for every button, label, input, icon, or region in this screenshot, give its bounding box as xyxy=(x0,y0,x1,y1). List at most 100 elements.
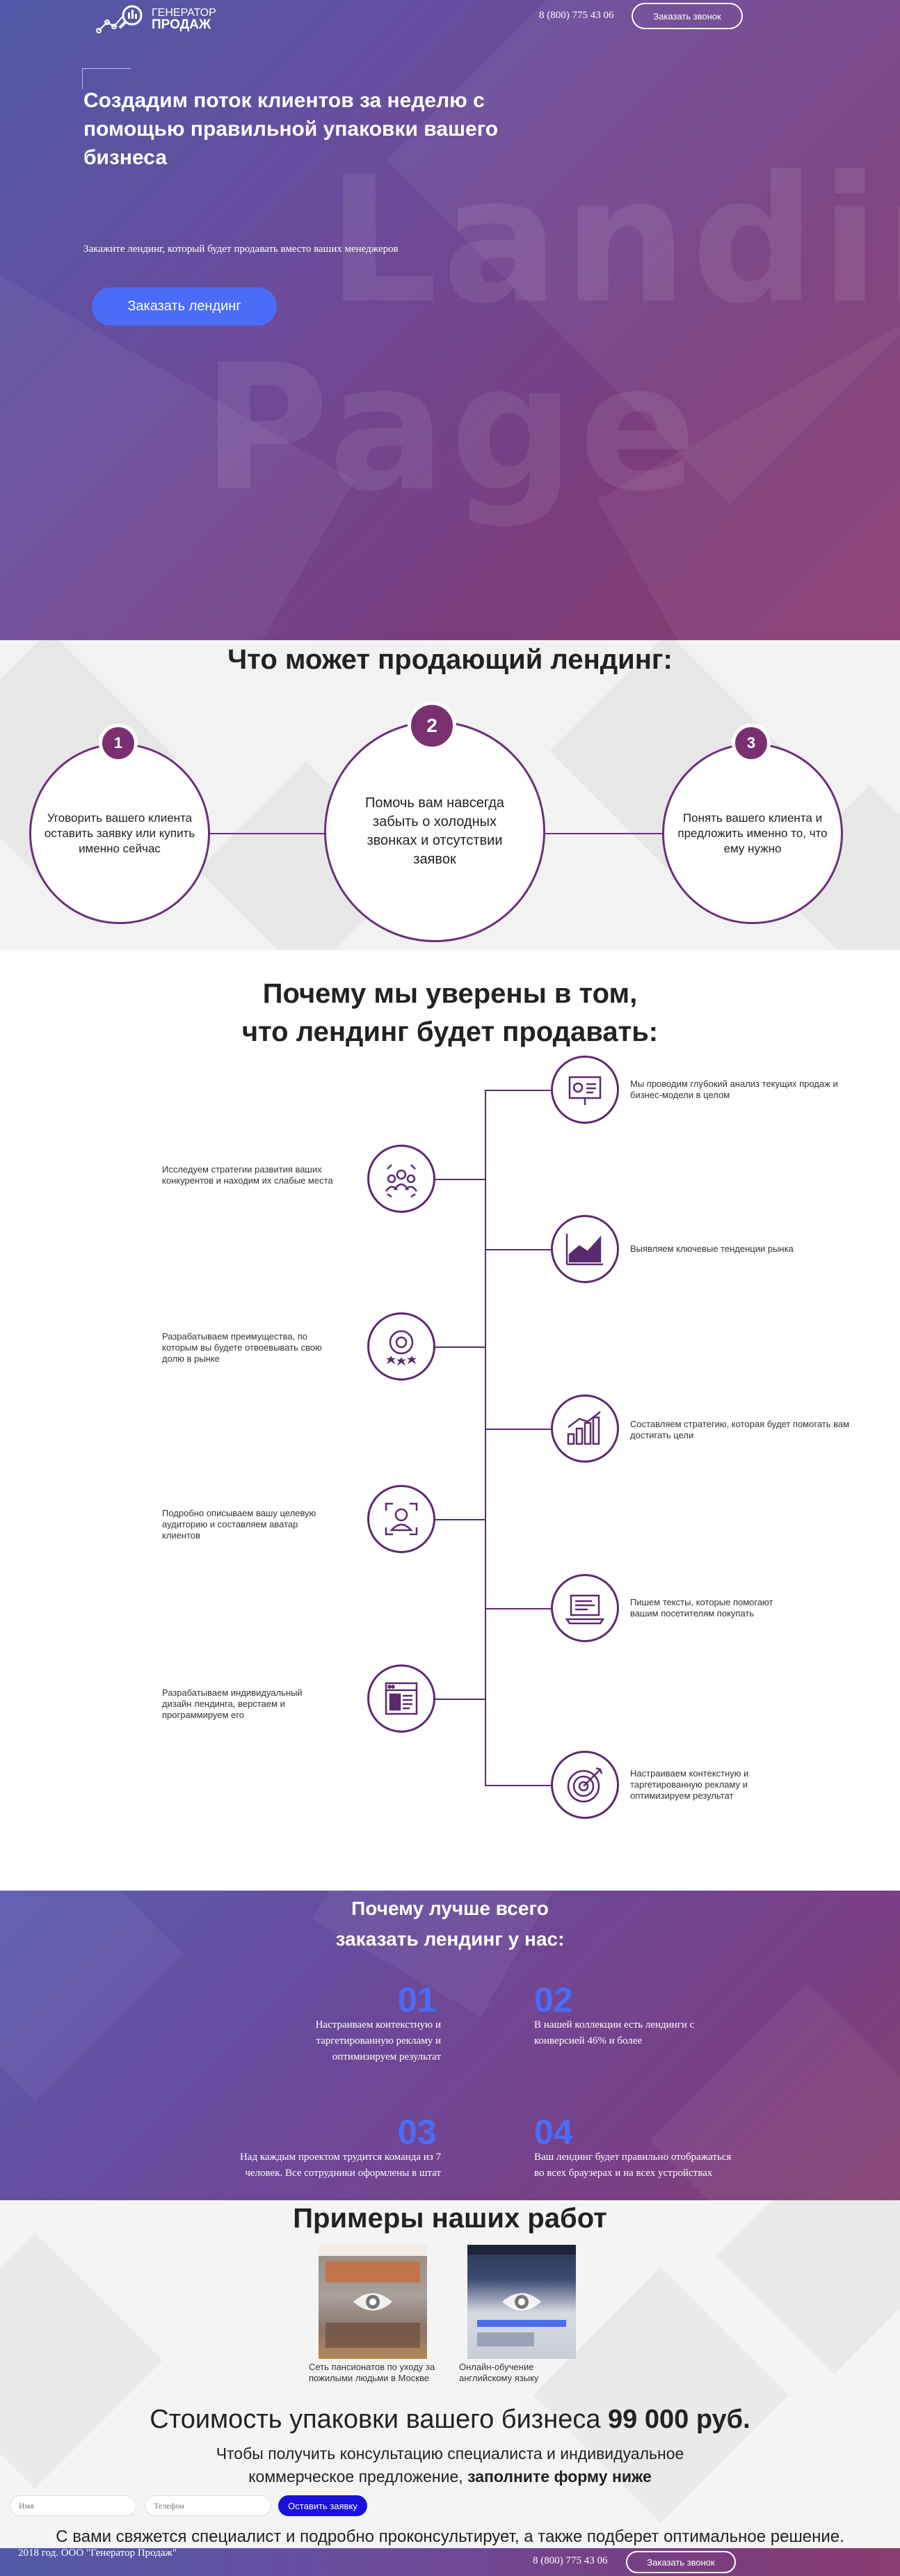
bg-word-landing: Landin xyxy=(327,139,900,342)
footer: 2018 год. ООО "Генератор Продаж" 8 (800)… xyxy=(0,2547,900,2576)
tree-trunk xyxy=(485,1090,486,1786)
cta-line-2-prefix: коммерческое предложение, xyxy=(248,2467,463,2486)
ability-badge: 1 xyxy=(99,724,138,763)
target-icon xyxy=(567,1767,603,1803)
why-section: Почему мы уверены в том, что лендинг буд… xyxy=(0,950,900,1891)
tree-branch xyxy=(485,1090,552,1091)
logo-text: ГЕНЕРАТОР ПРОДАЖ xyxy=(152,7,216,31)
price-amount: 99 000 руб. xyxy=(608,2405,750,2434)
work-caption: Онлайн-обучение английскому языку xyxy=(459,2362,539,2383)
feature-icon-ring xyxy=(551,1056,619,1124)
feature-icon-ring xyxy=(367,1145,435,1213)
thumb-block xyxy=(326,2323,420,2348)
order-landing-button[interactable]: Заказать лендинг xyxy=(92,287,277,326)
reason-number: 02 xyxy=(534,1980,573,2019)
feature-text: Составляем стратегию, которая будет помо… xyxy=(630,1419,850,1440)
feature-text: Выявляем ключевые тенденции рынка xyxy=(630,1243,794,1254)
works-title: Примеры наших работ xyxy=(0,2203,900,2234)
feature-icon-ring xyxy=(551,1394,619,1463)
trend-chart-icon xyxy=(565,1234,603,1266)
reason-number: 03 xyxy=(398,2113,437,2152)
why-title-line-1: Почему мы уверены в том, xyxy=(262,978,638,1009)
feature-text: Пишем тексты, которые помогают вашим пос… xyxy=(630,1597,773,1619)
ability-circle: Помочь вам навсегда забыть о холодных зв… xyxy=(324,721,545,942)
thumb-banner xyxy=(477,2320,566,2327)
copyright: 2018 год. ООО "Генератор Продаж" xyxy=(18,2547,177,2559)
tree-branch xyxy=(485,1785,552,1786)
abilities-section: Что может продающий лендинг: Уговорить в… xyxy=(0,640,900,950)
reason-text: В нашей коллекции есть лендинги с конвер… xyxy=(534,2019,695,2046)
phone-input[interactable] xyxy=(145,2495,271,2516)
why-title-bold: лендинг будет продавать: xyxy=(296,1017,659,1047)
logo-mark-icon xyxy=(96,5,143,33)
reason-text: Над каждым проектом трудится команда из … xyxy=(239,2152,441,2179)
reason-text: Ваш лендинг будет правильно отображаться… xyxy=(534,2152,732,2179)
price-text: Стоимость упаковки вашего бизнеса xyxy=(150,2405,601,2434)
contact-note: С вами свяжется специалист и подробно пр… xyxy=(56,2527,844,2546)
team-icon xyxy=(385,1164,418,1198)
tree-branch xyxy=(434,1179,485,1180)
feature-text: Подробно описываем вашу целевую аудитори… xyxy=(162,1508,316,1541)
why-title-prefix: что xyxy=(241,1017,289,1047)
works-title-bold: Примеры xyxy=(293,2203,424,2234)
feature-text: Разрабатываем индивидуальный дизайн ленд… xyxy=(162,1687,303,1720)
view-eye-icon xyxy=(353,2293,392,2311)
thumb-block xyxy=(477,2332,534,2346)
header-phone[interactable]: 8 (800) 775 43 06 xyxy=(539,10,614,21)
footer-phone[interactable]: 8 (800) 775 43 06 xyxy=(533,2555,608,2566)
feature-icon-ring xyxy=(551,1574,619,1642)
ability-circle: Понять вашего клиента и предложить именн… xyxy=(662,743,843,924)
cta-line-2-bold: заполните форму ниже xyxy=(467,2467,652,2486)
view-eye-icon xyxy=(502,2293,541,2311)
works-section: Примеры наших работ Сеть пансионатов по … xyxy=(0,2200,900,2548)
tree-branch xyxy=(434,1519,485,1520)
tree-branch xyxy=(434,1699,485,1700)
tree-branch xyxy=(485,1429,552,1430)
web-design-icon xyxy=(385,1682,418,1715)
tree-branch xyxy=(485,1608,552,1609)
feature-icon-ring xyxy=(367,1485,435,1553)
bg-word-page: Page xyxy=(202,327,701,530)
form-cta: Чтобы получить консультацию специалиста … xyxy=(0,2442,900,2488)
feature-text: Мы проводим глубокий анализ текущих прод… xyxy=(630,1079,838,1100)
reasons-section: Почему лучше всего заказать лендинг у на… xyxy=(0,1891,900,2200)
thumb-header-strip xyxy=(319,2245,427,2256)
logo[interactable]: ГЕНЕРАТОР ПРОДАЖ xyxy=(93,3,216,35)
hero-title: Создадим поток клиентов за неделю с помо… xyxy=(83,89,499,169)
header-callback-button[interactable]: Заказать звонок xyxy=(632,3,743,29)
thumb-banner xyxy=(326,2261,420,2282)
reasons-title-line-2: заказать лендинг у нас: xyxy=(335,1928,565,1950)
price-line: Стоимость упаковки вашего бизнеса 99 000… xyxy=(0,2405,900,2435)
feature-text: Исследуем стратегии развития ваших конку… xyxy=(162,1164,333,1186)
work-thumbnail[interactable] xyxy=(319,2245,427,2359)
footer-callback-button[interactable]: Заказать звонок xyxy=(626,2551,736,2573)
reason-text: Настраиваем контекстную и таргетированну… xyxy=(315,2019,441,2062)
reason-number: 04 xyxy=(534,2113,573,2152)
submit-request-button[interactable]: Оставить заявку xyxy=(278,2495,367,2516)
award-stars-icon xyxy=(385,1330,417,1366)
ability-circle: Уговорить вашего клиента оставить заявку… xyxy=(29,743,210,924)
reasons-title: Почему лучше всего заказать лендинг у на… xyxy=(0,1893,900,1955)
hero-section: Landin Page ГЕНЕРАТОР ПРОДАЖ 8 (800) 775… xyxy=(0,0,900,640)
feature-icon-ring xyxy=(367,1664,435,1733)
ability-text: Понять вашего клиента и предложить именн… xyxy=(677,811,828,855)
laptop-icon xyxy=(565,1594,605,1625)
works-title-rest: наших работ xyxy=(431,2203,607,2234)
cta-line-1: Чтобы получить консультацию специалиста … xyxy=(216,2444,684,2463)
tree-branch xyxy=(434,1346,485,1348)
reasons-title-line-1: Почему лучше всего xyxy=(351,1898,549,1919)
name-input[interactable] xyxy=(10,2495,136,2516)
title-corner-decoration xyxy=(82,68,131,89)
ability-text: Уговорить вашего клиента оставить заявку… xyxy=(44,811,195,855)
ability-badge: 2 xyxy=(408,701,456,750)
work-thumbnail[interactable] xyxy=(467,2245,576,2359)
thumb-header-strip xyxy=(467,2245,576,2255)
growth-bars-icon xyxy=(567,1411,601,1445)
user-portrait-icon xyxy=(385,1502,418,1536)
presentation-icon xyxy=(568,1076,602,1105)
feature-icon-ring xyxy=(551,1215,619,1283)
ability-text: Помочь вам навсегда забыть о холодных зв… xyxy=(364,795,505,867)
top-bar: ГЕНЕРАТОР ПРОДАЖ 8 (800) 775 43 06 Заказ… xyxy=(0,0,900,35)
why-title: Почему мы уверены в том, что лендинг буд… xyxy=(0,975,900,1051)
hero-subtitle: Закажите лендинг, который будет продават… xyxy=(83,244,399,255)
